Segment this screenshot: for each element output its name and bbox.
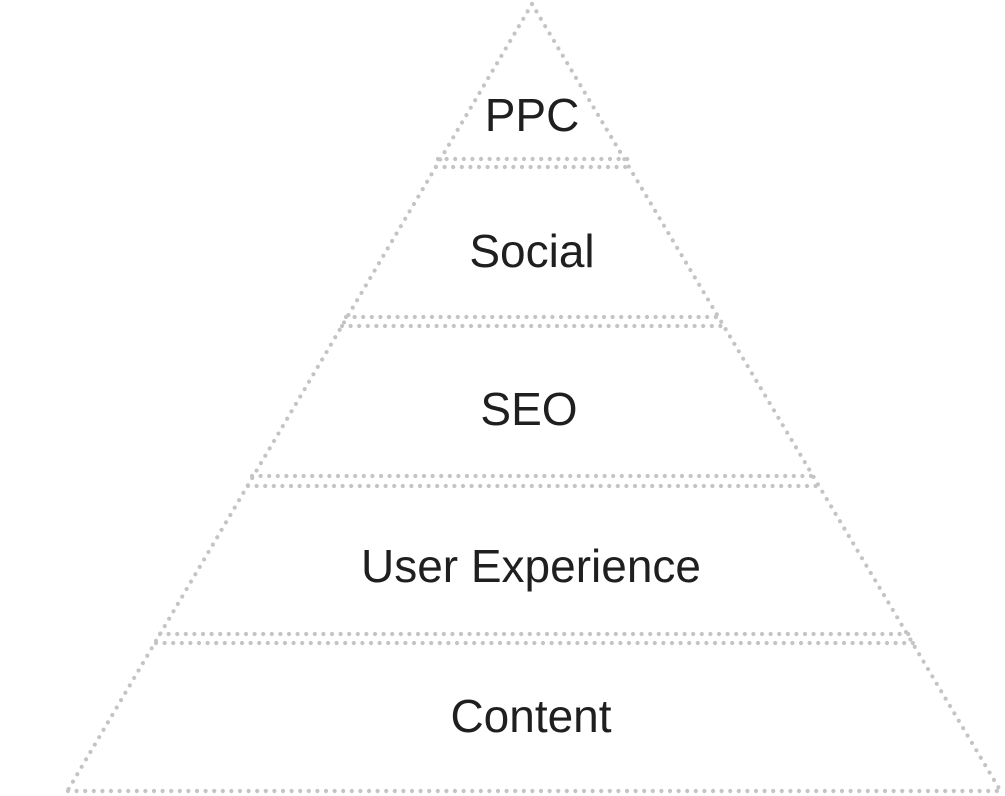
tier-label-user-experience: User Experience <box>361 540 701 592</box>
tier-label-seo: SEO <box>480 383 577 435</box>
tier-dividers <box>65 1 1005 794</box>
tier-label-ppc: PPC <box>485 89 580 141</box>
tier-labels: PPC Social SEO User Experience Content <box>361 89 701 742</box>
tier-label-social: Social <box>469 225 594 277</box>
pyramid-left-edge <box>65 1 535 793</box>
tier-label-content: Content <box>450 690 611 742</box>
pyramid-right-edge <box>529 1 1003 793</box>
